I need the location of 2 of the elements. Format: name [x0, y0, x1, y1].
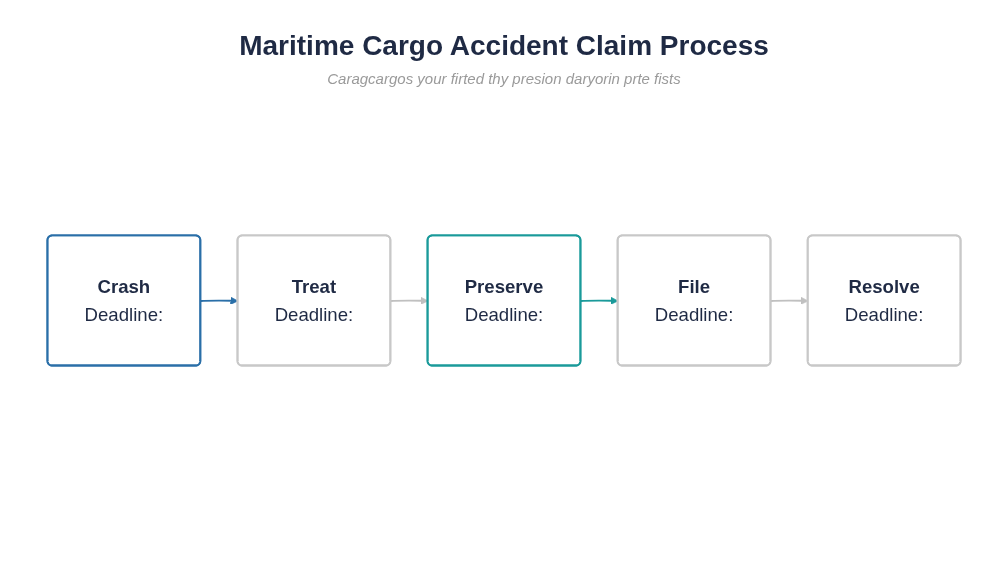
subtitle: Caragcargos your firted thy presion daryorin prte fists	[326, 70, 682, 87]
title: Maritime Cargo Accident Claim Process	[238, 30, 770, 62]
